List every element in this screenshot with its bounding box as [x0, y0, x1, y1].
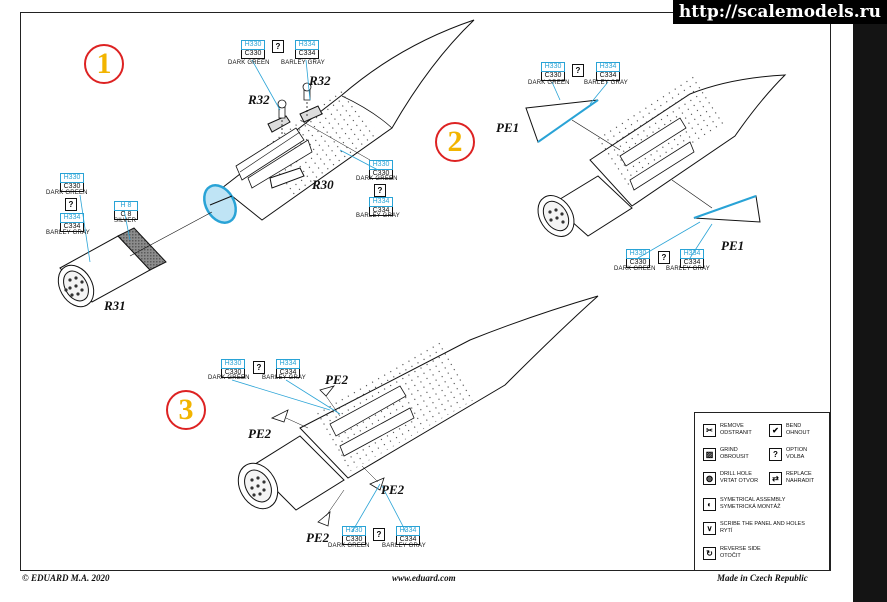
step2-pe1-fins: [525, 99, 761, 223]
step2-missile-body: [537, 72, 787, 237]
website-link[interactable]: www.eduard.com: [392, 573, 456, 583]
step1-nozzle-cap: [203, 184, 237, 224]
step1-missile-body: [221, 19, 475, 221]
part-label-pe1: PE1: [721, 238, 745, 253]
color-name-dark-green: DARK GREEN: [614, 266, 656, 272]
part-label-pe2: PE2: [381, 482, 405, 497]
color-name-barley-gray: BARLEY GRAY: [356, 213, 400, 219]
watermark: http://scalemodels.ru: [672, 0, 887, 24]
color-name-dark-green: DARK GREEN: [46, 190, 88, 196]
made-in: Made in Czech Republic: [717, 573, 808, 583]
step-1-badge: 1: [84, 44, 124, 84]
part-label-pe2: PE2: [306, 530, 330, 545]
color-name-silver: SILVER: [114, 218, 137, 224]
option-icon: ?: [769, 447, 782, 461]
scribe-icon: ∨: [703, 521, 716, 535]
color-name-barley-gray: BARLEY GRAY: [382, 543, 426, 549]
part-label-r31: R31: [104, 298, 126, 313]
step-3-badge: 3: [166, 390, 206, 430]
color-leader-lines: [79, 59, 713, 533]
bend-icon: ✔: [769, 423, 782, 437]
drill-icon: ◍: [703, 471, 716, 485]
part-label-pe2: PE2: [325, 372, 349, 387]
color-name-dark-green: DARK GREEN: [208, 375, 250, 381]
sheet-frame: [20, 12, 831, 571]
option-icon: ?: [373, 528, 385, 541]
option-icon: ?: [374, 184, 386, 197]
option-icon: ?: [253, 361, 265, 374]
replace-icon: ⇄: [769, 471, 782, 485]
symmetrical-icon: ◐: [703, 497, 716, 511]
color-name-barley-gray: BARLEY GRAY: [666, 266, 710, 272]
step1-r32-pins: [277, 82, 312, 134]
color-name-dark-green: DARK GREEN: [528, 80, 570, 86]
remove-icon: ✂: [703, 423, 716, 437]
option-icon: ?: [65, 198, 77, 211]
color-name-dark-green: DARK GREEN: [228, 60, 270, 66]
color-name-dark-green: DARK GREEN: [356, 176, 398, 182]
part-label-pe2: PE2: [248, 426, 272, 441]
color-name-barley-gray: BARLEY GRAY: [584, 80, 628, 86]
part-label-pe1: PE1: [496, 120, 520, 135]
copyright: © EDUARD M.A. 2020: [22, 573, 110, 583]
step3-missile-body: [237, 295, 599, 511]
color-name-barley-gray: BARLEY GRAY: [262, 375, 306, 381]
grind-icon: ▨: [703, 447, 716, 461]
step-2-badge: 2: [435, 122, 475, 162]
option-icon: ?: [658, 251, 670, 264]
color-name-barley-gray: BARLEY GRAY: [281, 60, 325, 66]
part-label-r32: R32: [309, 73, 331, 88]
option-icon: ?: [272, 40, 284, 53]
reverse-icon: ↻: [703, 546, 716, 560]
color-name-barley-gray: BARLEY GRAY: [46, 230, 90, 236]
color-name-dark-green: DARK GREEN: [328, 543, 370, 549]
part-label-r32: R32: [248, 92, 270, 107]
scan-edge: [853, 0, 887, 602]
part-label-r30: R30: [312, 177, 334, 192]
option-icon: ?: [572, 64, 584, 77]
